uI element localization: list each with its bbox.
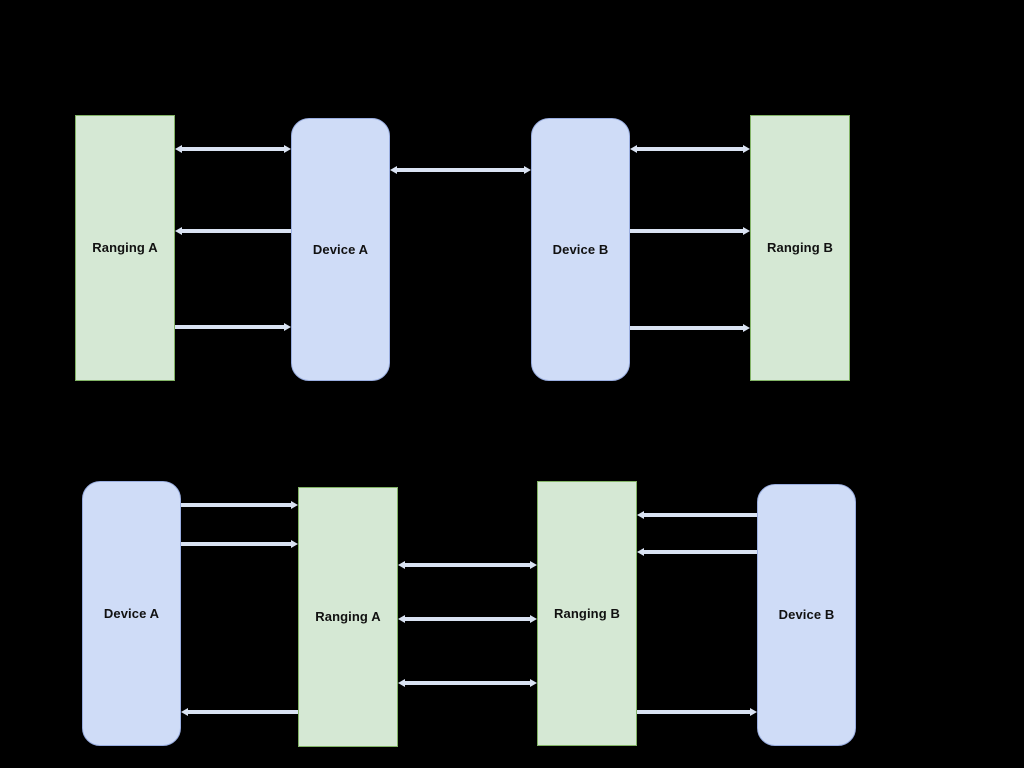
edge-arrow-both — [398, 676, 537, 690]
node-top-device-b[interactable]: Device B — [531, 118, 630, 381]
edge-arrow-both — [398, 612, 537, 626]
node-label: Ranging A — [92, 240, 158, 256]
node-top-device-a[interactable]: Device A — [291, 118, 390, 381]
node-bot-device-b[interactable]: Device B — [757, 484, 856, 746]
edge-arrow-right — [637, 705, 757, 719]
edge-arrow-left — [637, 508, 757, 522]
node-bot-ranging-a[interactable]: Ranging A — [298, 487, 398, 747]
node-label: Ranging B — [767, 240, 833, 256]
edge-arrow-left — [637, 545, 757, 559]
edge-arrow-right — [181, 537, 298, 551]
node-top-ranging-a[interactable]: Ranging A — [75, 115, 175, 381]
node-label: Device B — [778, 607, 835, 623]
node-label: Ranging A — [315, 609, 381, 625]
node-bot-ranging-b[interactable]: Ranging B — [537, 481, 637, 746]
edge-arrow-right — [181, 498, 298, 512]
node-label: Device B — [552, 241, 609, 257]
node-bot-device-a[interactable]: Device A — [82, 481, 181, 746]
node-label: Device A — [312, 241, 369, 257]
node-label: Ranging B — [554, 605, 620, 621]
node-label: Device A — [103, 605, 160, 621]
node-top-ranging-b[interactable]: Ranging B — [750, 115, 850, 381]
edge-arrow-both — [398, 558, 537, 572]
edge-arrow-left — [181, 705, 298, 719]
